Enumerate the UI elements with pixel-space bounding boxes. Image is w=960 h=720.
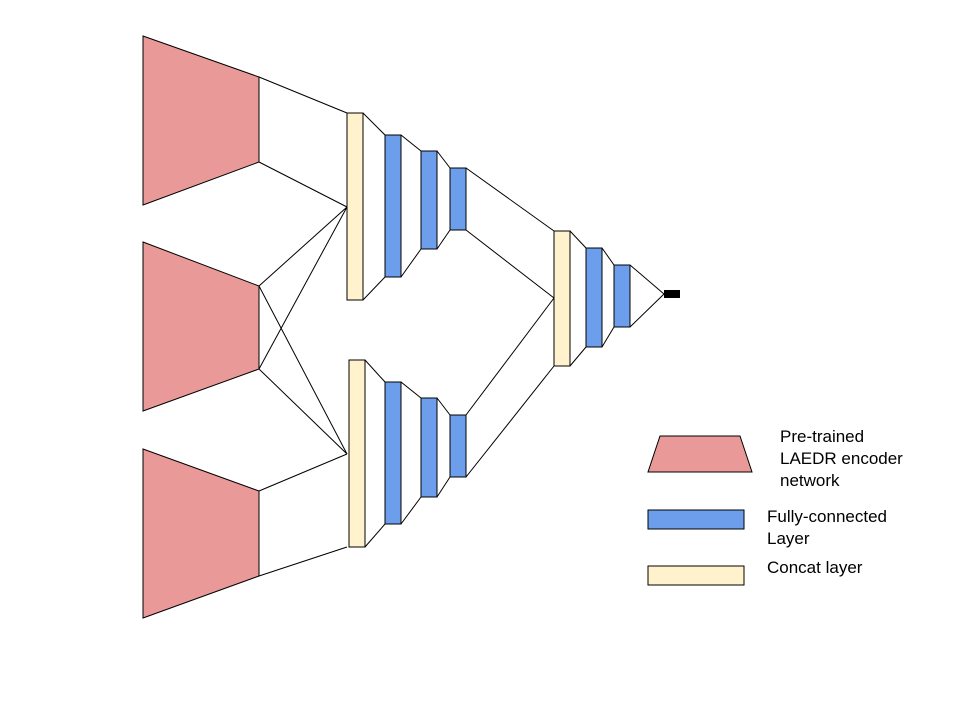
encoder-network-2 <box>142 241 260 412</box>
legend-concat-swatch <box>647 565 745 586</box>
legend-encoder-label: Pre-trained LAEDR encoder network <box>780 427 903 490</box>
legend-concat-label: Concat layer <box>767 558 863 577</box>
fc-layer-top-2 <box>420 150 438 250</box>
fc-layer-final-2 <box>613 264 631 328</box>
fc-layer-bottom-1 <box>384 381 402 525</box>
encoder-network-1 <box>142 35 260 206</box>
fc-layer-top-1 <box>384 134 402 278</box>
output-node <box>664 290 680 298</box>
legend-encoder-swatch <box>647 435 753 473</box>
fc-layer-bottom-3 <box>449 414 467 478</box>
concat-layer-top <box>346 112 364 301</box>
concat-layer-final <box>553 230 571 367</box>
legend-fc-label: Fully-connected Layer <box>767 507 888 548</box>
fc-layer-top-3 <box>449 167 467 231</box>
connection-lines <box>258 76 665 577</box>
concat-layer-bottom <box>348 359 366 548</box>
legend-fc-swatch <box>647 509 745 530</box>
fc-layer-bottom-2 <box>420 397 438 498</box>
fc-layer-final-1 <box>585 247 603 348</box>
encoder-network-3 <box>142 448 260 619</box>
